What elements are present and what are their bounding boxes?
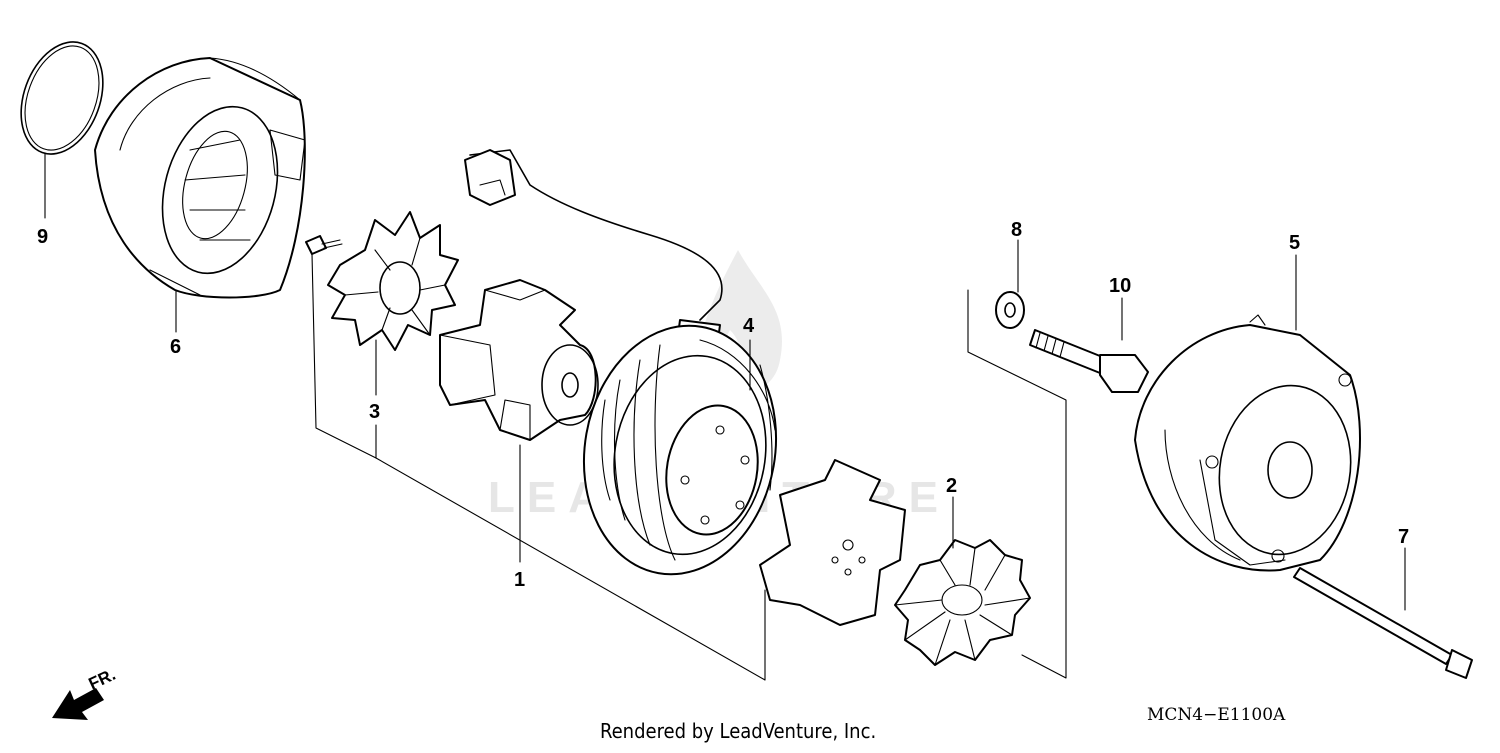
part-7-through-bolt[interactable] xyxy=(1293,567,1473,679)
part-1-front-plate[interactable] xyxy=(759,459,906,626)
callout-1: 1 xyxy=(514,569,525,591)
direction-label: FR. xyxy=(86,665,119,694)
part-1-rotor[interactable] xyxy=(439,279,599,441)
diagram-code: MCN4−E1100A xyxy=(1147,705,1286,725)
part-2-front-fan[interactable] xyxy=(894,539,1031,666)
front-arrow-icon xyxy=(52,688,104,720)
callout-6: 6 xyxy=(170,336,181,358)
callout-5: 5 xyxy=(1289,232,1300,254)
part-9-o-ring[interactable] xyxy=(6,31,117,166)
part-4-stator[interactable] xyxy=(464,149,795,590)
front-direction-indicator: FR. xyxy=(52,665,119,720)
credit-text: Rendered by LeadVenture, Inc. xyxy=(600,719,876,743)
callout-2: 2 xyxy=(946,475,957,497)
part-3-rear-fan[interactable] xyxy=(327,211,459,351)
callout-10: 10 xyxy=(1109,275,1131,297)
leader-lines xyxy=(44,152,1406,681)
callout-labels: 9 6 3 1 4 2 8 10 5 7 xyxy=(37,219,1409,591)
callout-4: 4 xyxy=(743,315,755,337)
part-10-bolt[interactable] xyxy=(1029,329,1149,393)
part-6-rear-cover[interactable] xyxy=(94,57,306,299)
callout-8: 8 xyxy=(1011,219,1022,241)
part-3-screw[interactable] xyxy=(305,235,343,255)
callout-7: 7 xyxy=(1398,526,1409,548)
part-8-washer[interactable] xyxy=(995,291,1025,329)
part-5-front-cover[interactable] xyxy=(1134,314,1364,572)
callout-9: 9 xyxy=(37,226,48,248)
callout-3: 3 xyxy=(369,401,380,423)
